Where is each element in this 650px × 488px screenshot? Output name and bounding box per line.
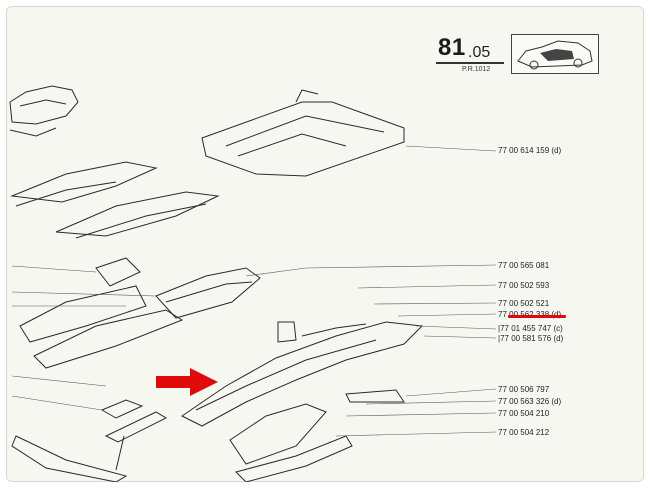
part-number-label: 77 00 614 159 (d) bbox=[498, 146, 562, 155]
part-number-label: |77 00 581 576 (d) bbox=[498, 334, 564, 343]
header-rule bbox=[436, 62, 504, 64]
lower-bracket-parts bbox=[11, 389, 405, 482]
upper-frame-assembly bbox=[201, 89, 405, 177]
cross-member-parts bbox=[19, 257, 261, 369]
part-number-label: 77 00 506 797 bbox=[498, 385, 550, 394]
page-header: 81 .05 P.R.1012 bbox=[436, 34, 606, 80]
car-thumbnail-icon bbox=[517, 40, 593, 70]
highlight-underline bbox=[508, 315, 566, 318]
part-number-label: 77 00 502 593 bbox=[498, 281, 550, 290]
part-number-label: 77 00 563 326 (d) bbox=[498, 397, 562, 406]
part-number-label: 77 00 562 338 (d) bbox=[498, 310, 561, 319]
part-number-label: 77 00 504 210 bbox=[498, 409, 550, 418]
car-thumbnail bbox=[511, 34, 599, 74]
left-rail-parts bbox=[10, 161, 220, 239]
part-number-label: 77 00 502 521 bbox=[498, 299, 550, 308]
part-number-label: 77 00 504 212 bbox=[498, 428, 550, 437]
main-chassis-rail bbox=[181, 321, 424, 427]
red-arrow-icon bbox=[156, 368, 218, 396]
part-number-label: |77 01 455 747 (c) bbox=[498, 324, 563, 333]
page-number: 81 bbox=[438, 34, 466, 61]
page-subsection: .05 bbox=[468, 44, 491, 61]
page-reference: P.R.1012 bbox=[462, 66, 491, 73]
leader-lines bbox=[11, 145, 497, 437]
exploded-parts-diagram bbox=[9, 85, 497, 482]
part-number-label: 77 00 565 081 bbox=[498, 261, 550, 270]
car-sketch bbox=[9, 85, 79, 137]
